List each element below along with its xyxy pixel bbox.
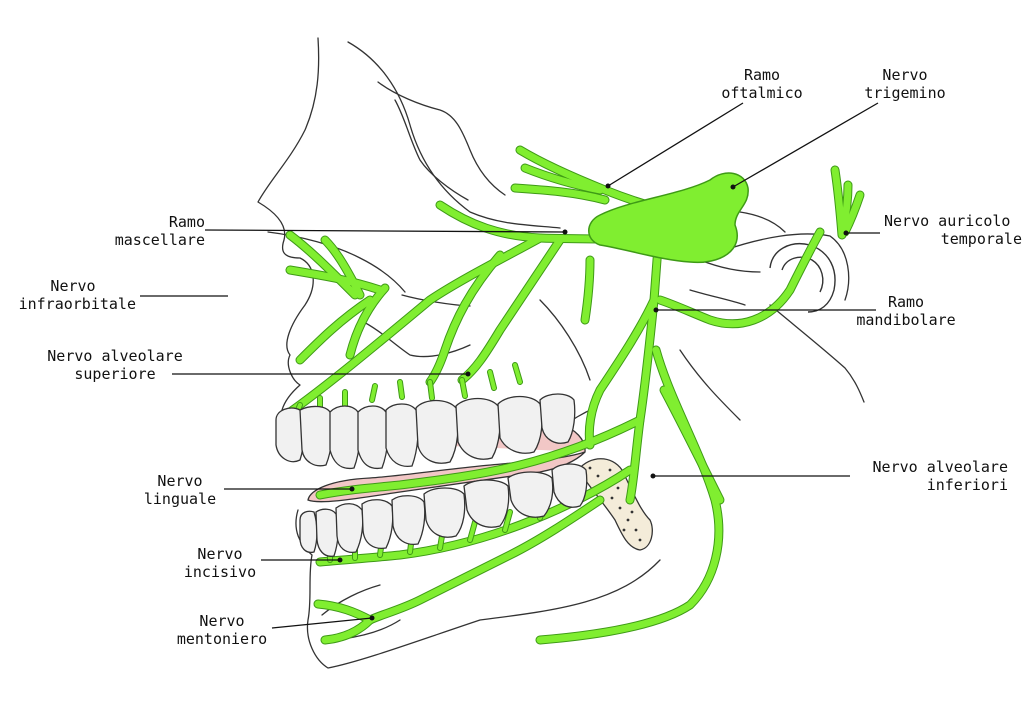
label-nervo-linguale-line2: linguale <box>143 490 217 508</box>
lower-teeth <box>299 463 588 557</box>
mandible-bone <box>577 458 653 551</box>
leader-dots <box>337 183 849 621</box>
label-ramo-mascellare-line1: Ramo <box>168 213 205 231</box>
label-nervo-linguale: Nervo linguale <box>140 472 220 508</box>
upper-teeth <box>275 393 576 470</box>
label-nervo-alveolare-superiore-line2: superiore <box>74 365 156 383</box>
leader-nervo-mentoniero <box>271 617 373 629</box>
label-ramo-mascellare-line2: mascellare <box>114 231 205 249</box>
label-nervo-trigemino: Nervo trigemino <box>855 66 955 102</box>
label-nervo-auricolo-temporale: Nervo auricolo temporale <box>884 212 1022 248</box>
label-nervo-auricolo-temporale-line1: Nervo auricolo <box>884 212 1011 230</box>
label-nervo-linguale-line1: Nervo <box>157 472 203 490</box>
ear-outline <box>769 243 836 313</box>
label-nervo-infraorbitale-line1: Nervo <box>50 277 96 295</box>
label-nervo-infraorbitale-line2: infraorbitale <box>18 295 136 313</box>
label-nervo-infraorbitale: Nervo infraorbitale <box>10 277 136 313</box>
label-nervo-alveolare-superiore: Nervo alveolare superiore <box>40 347 190 383</box>
leader-lines <box>140 102 880 629</box>
label-nervo-incisivo-line1: Nervo <box>197 545 243 563</box>
label-nervo-alveolare-inferiori: Nervo alveolare inferiori <box>850 458 1008 494</box>
label-nervo-mentoniero: Nervo mentoniero <box>172 612 272 648</box>
label-ramo-oftalmico-line2: oftalmico <box>721 84 803 102</box>
leader-ramo-oftalmico <box>607 102 744 187</box>
label-ramo-mascellare: Ramo mascellare <box>60 213 205 249</box>
label-ramo-oftalmico-line1: Ramo <box>743 66 781 84</box>
label-nervo-incisivo-line2: incisivo <box>183 563 257 581</box>
label-nervo-trigemino-line2: trigemino <box>864 84 946 102</box>
label-ramo-mandibolare-line1: Ramo <box>887 293 925 311</box>
leader-nervo-trigemino <box>732 102 879 188</box>
label-ramo-mandibolare-line2: mandibolare <box>856 311 956 329</box>
label-nervo-alveolare-superiore-line1: Nervo alveolare <box>47 347 183 365</box>
label-nervo-mentoniero-line1: Nervo <box>199 612 245 630</box>
leader-ramo-mascellare <box>204 229 566 233</box>
label-ramo-oftalmico: Ramo oftalmico <box>712 66 812 102</box>
label-nervo-auricolo-temporale-line2: temporale <box>940 230 1022 248</box>
label-nervo-mentoniero-line2: mentoniero <box>176 630 268 648</box>
label-nervo-alveolare-inferiori-line2: inferiori <box>926 476 1008 494</box>
label-nervo-incisivo: Nervo incisivo <box>180 545 260 581</box>
label-ramo-mandibolare: Ramo mandibolare <box>852 293 960 329</box>
label-nervo-alveolare-inferiori-line1: Nervo alveolare <box>872 458 1008 476</box>
label-nervo-trigemino-line1: Nervo <box>882 66 928 84</box>
